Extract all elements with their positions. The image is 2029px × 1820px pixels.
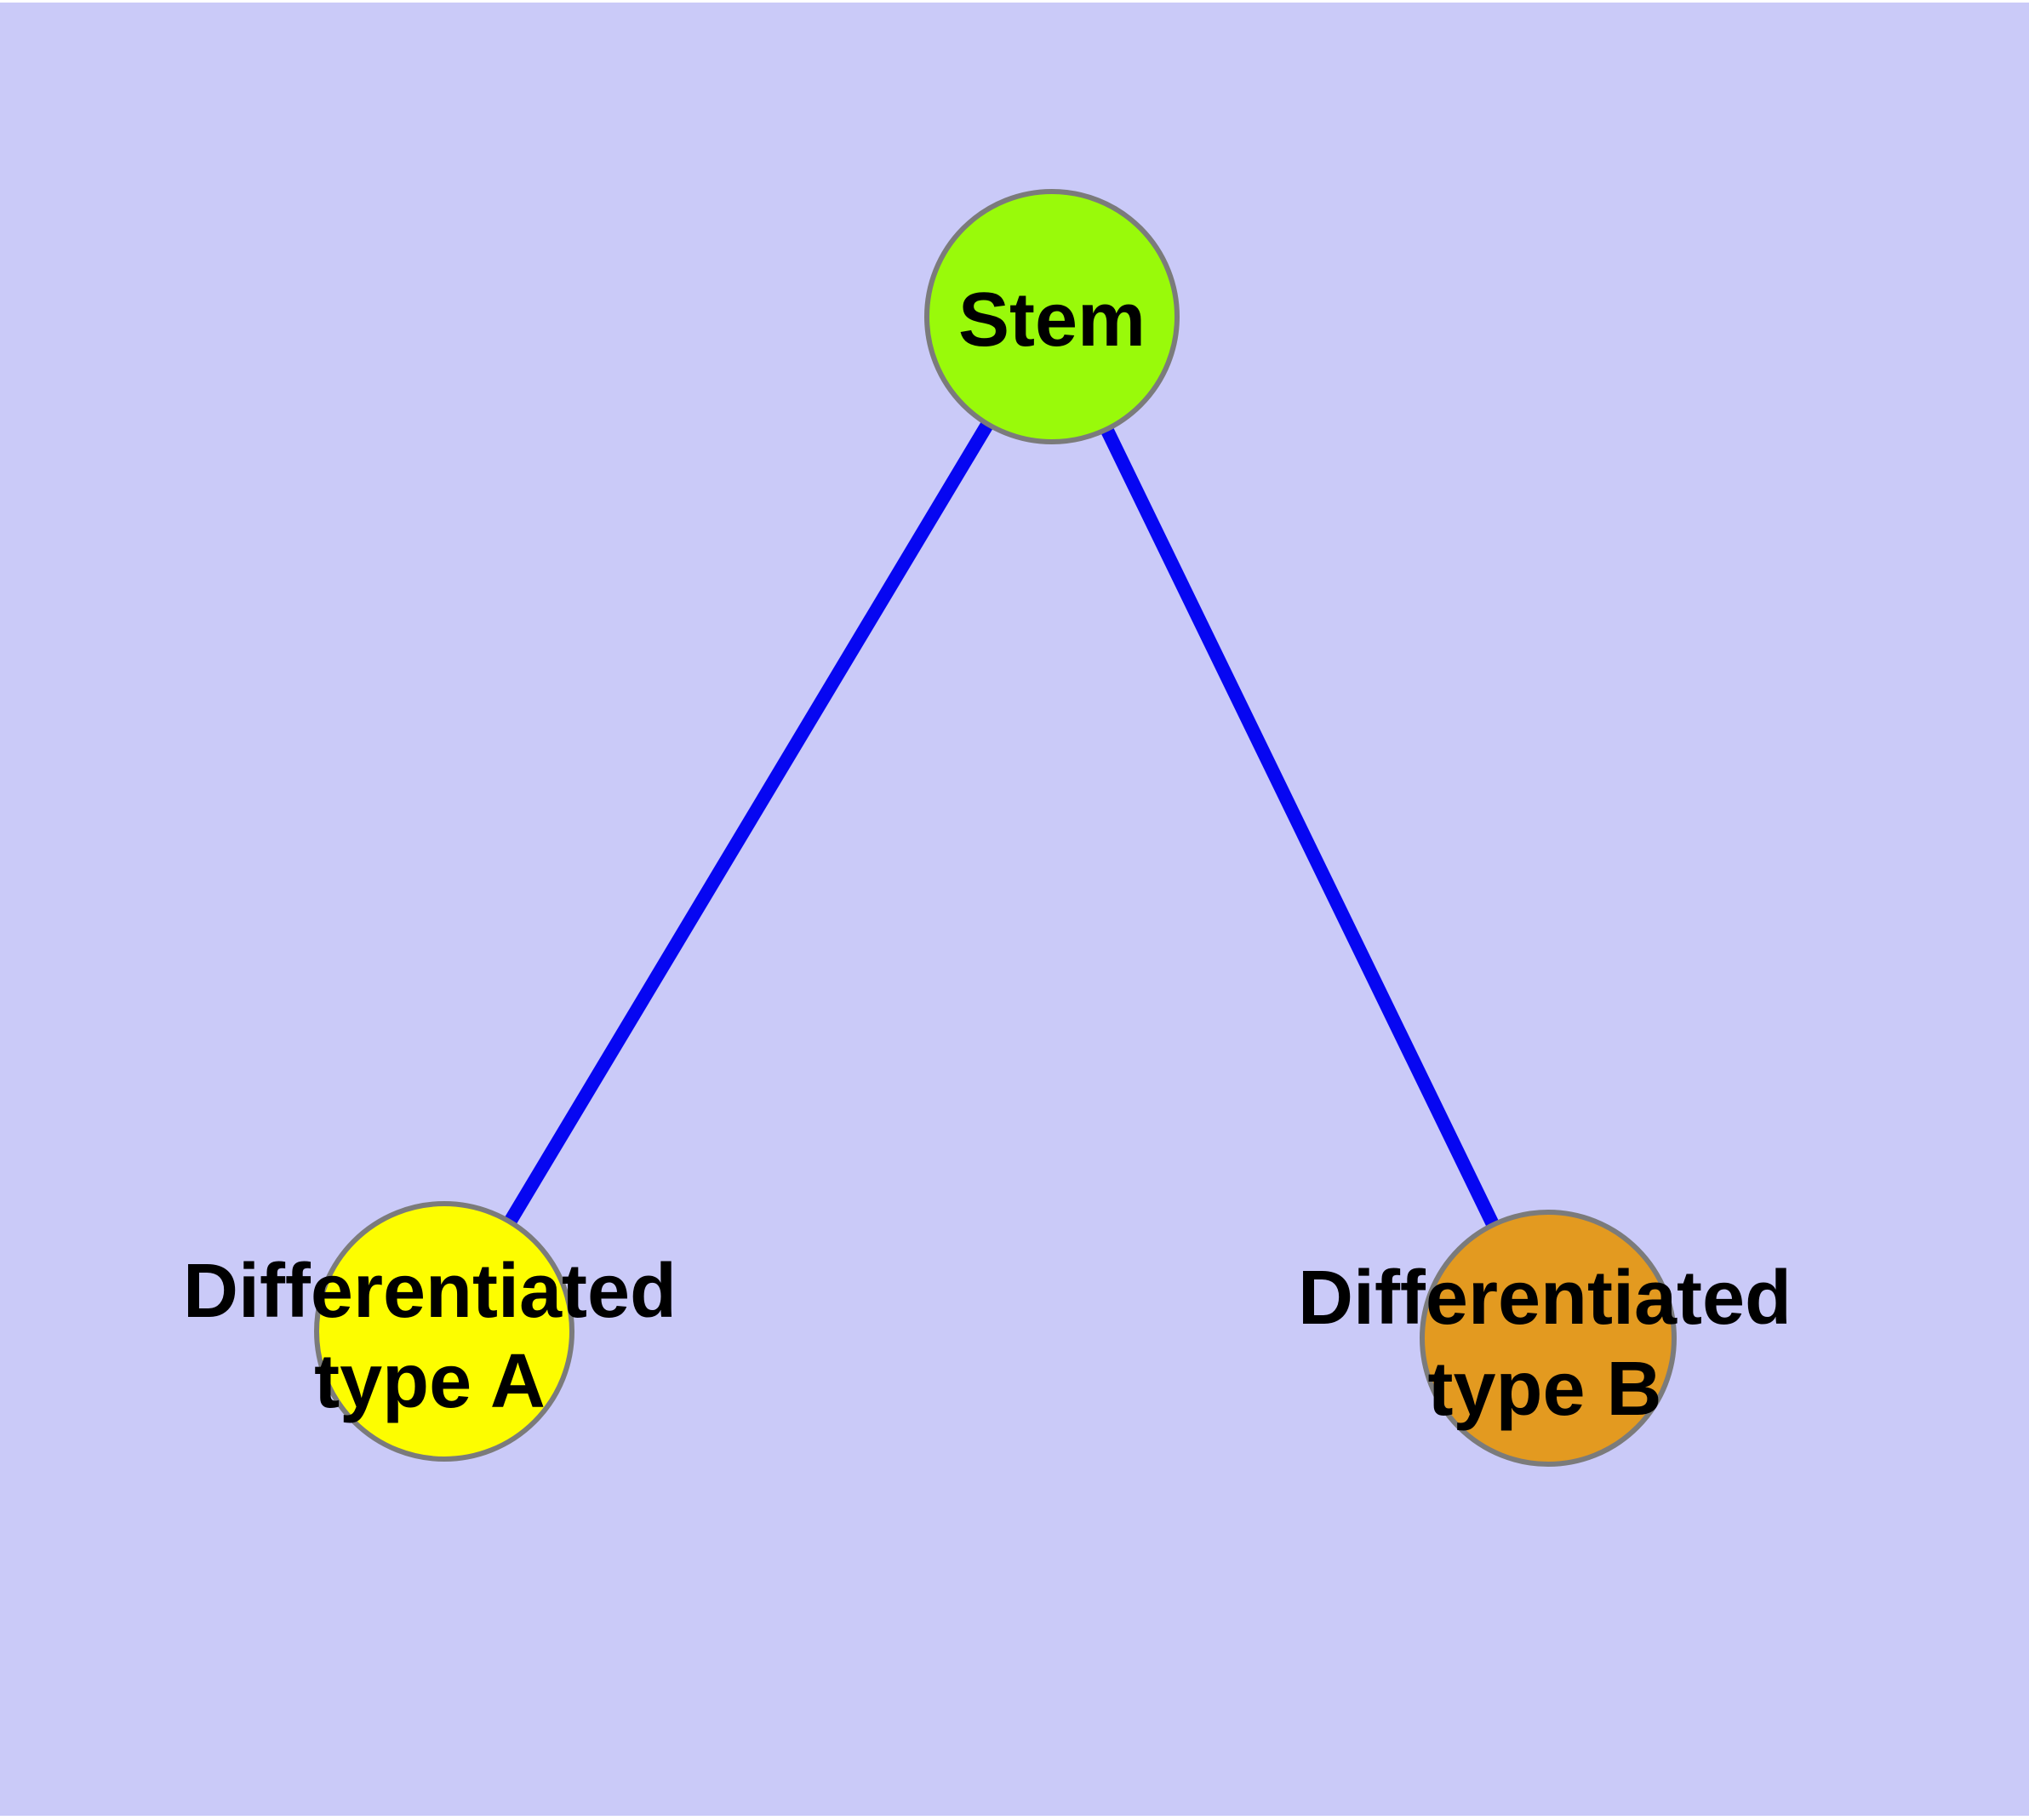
edge-stem-to-type-a [438,312,1058,1336]
node-type-a-label-line2: type A [314,1339,546,1424]
node-differentiated-type-a [314,1201,574,1462]
node-type-b-label-line1: Differentiated [1298,1256,1792,1341]
node-differentiated-type-b [1420,1210,1677,1467]
node-type-b-label-line2: type B [1427,1347,1661,1432]
node-stem [924,189,1180,444]
node-type-a-label-line1: Differentiated [183,1249,677,1334]
edge-stem-to-type-b [1045,313,1555,1342]
node-stem-label: Stem [958,278,1146,363]
